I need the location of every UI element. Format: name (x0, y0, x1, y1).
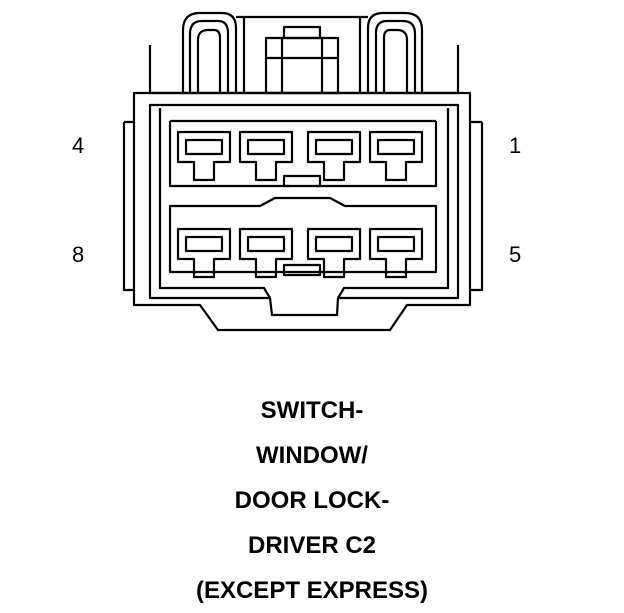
connector-caption: SWITCH- WINDOW/ DOOR LOCK- DRIVER C2 (EX… (0, 388, 624, 613)
caption-line: DOOR LOCK- (234, 487, 390, 514)
cavity-row-bottom (176, 227, 424, 279)
cavity-row-top (176, 130, 424, 182)
caption-line: SWITCH- (260, 397, 364, 424)
cavity-pin-2 (306, 130, 362, 182)
connector-housing (122, 45, 484, 332)
pin-label-1: 1 (509, 133, 522, 158)
cavity-pin-8 (176, 227, 232, 279)
cavity-pin-4 (176, 130, 232, 182)
connector-face-diagram (122, 11, 484, 332)
cavity-pin-5 (368, 227, 424, 279)
pin-label-4: 4 (72, 133, 85, 158)
cavity-pin-3 (238, 130, 294, 182)
pin-label-5: 5 (509, 242, 522, 267)
connector-latch (181, 11, 424, 95)
pin-label-8: 8 (72, 242, 85, 267)
caption-line: WINDOW/ (256, 442, 368, 469)
caption-line: DRIVER C2 (247, 532, 377, 559)
cavity-pin-6 (306, 227, 362, 279)
cavity-pin-7 (238, 227, 294, 279)
caption-line: (EXCEPT EXPRESS) (195, 577, 429, 604)
cavity-pin-1 (368, 130, 424, 182)
